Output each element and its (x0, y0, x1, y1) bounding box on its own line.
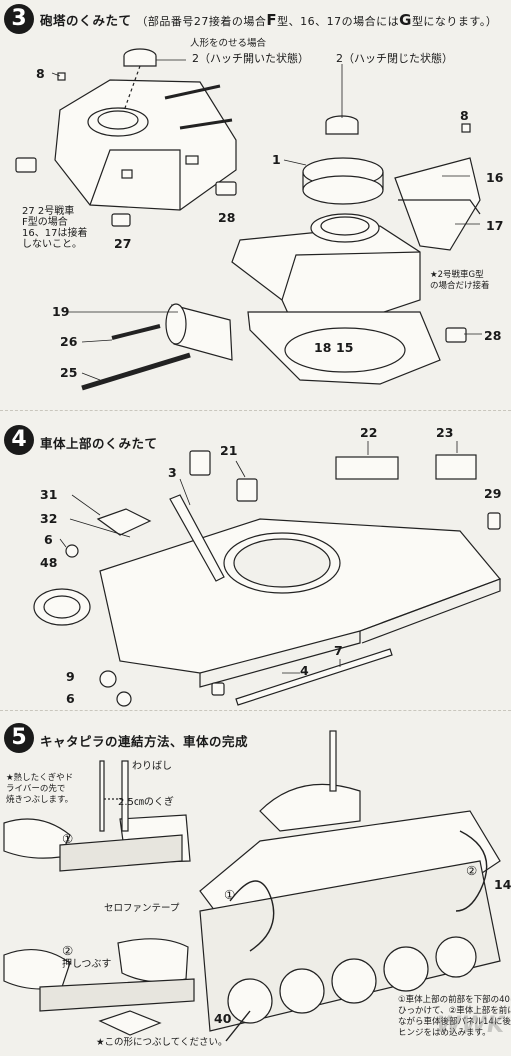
part-label: 1 (272, 152, 281, 167)
part-label: 8 (460, 108, 469, 123)
part-label: 40 (214, 1011, 232, 1026)
step-subtitle-suffix: 型になります。） (411, 15, 498, 28)
part-label: 3 (168, 465, 177, 480)
waribashi-label: わりばし (132, 761, 172, 772)
g-type-note: ★2号戦車G型 の場合だけ接着 (430, 270, 490, 291)
shape-note: ★この形につぶしてください。 (96, 1037, 228, 1048)
part-label: 9 (66, 669, 75, 684)
part-label: 6 (44, 532, 53, 547)
final-assembly-note: ①車体上部の前部を下部の40に ひっかけて、②車体上部を前に押し ながら車体後部… (398, 995, 511, 1038)
step-title: キャタピラの連結方法、車体の完成 (40, 734, 249, 749)
step-marker: ① (62, 831, 74, 846)
part-label: 19 (52, 304, 70, 319)
turret-exploded-drawing (15, 48, 482, 391)
step-marker: ② (466, 863, 478, 878)
part-label: 27 (114, 236, 132, 251)
track-and-hull-drawing (3, 730, 501, 1042)
figure-note: 人形をのせる場合 (190, 38, 267, 49)
nail-label: 2.5㎝のくぎ (118, 797, 174, 808)
part-label: 28 (218, 210, 236, 225)
watermark: WWK (436, 1013, 505, 1038)
part-label: 21 (220, 443, 238, 458)
part-label: 25 (60, 365, 78, 380)
part-label: 17 (486, 218, 504, 233)
part-label: 6 (66, 691, 75, 706)
step-title-main: 砲塔のくみたて (40, 13, 132, 28)
f-type-note: 27 2号戦車 F型の場合 16、17は接着 しないこと。 (22, 206, 88, 250)
part-label: 23 (436, 425, 454, 440)
part-label: 14 (494, 877, 511, 892)
part-label: 29 (484, 486, 502, 501)
step-5-track-and-hull-completion: 5 キャタピラの連結方法、車体の完成 ★熱したくぎやド ライバーの先で 焼きつぶ… (0, 710, 511, 1056)
step-subtitle-middle: 型、16、17の場合には (277, 15, 400, 28)
step-title: 車体上部のくみたて (40, 436, 158, 451)
step-4-upper-hull-assembly: 4 車体上部のくみたて 22 23 3 21 31 29 32 6 48 4 7… (0, 410, 511, 709)
pin-note: ★熱したくぎやド ライバーの先で 焼きつぶします。 (6, 773, 74, 805)
step-subtitle-prefix: （部品番号27接着の場合 (136, 15, 267, 28)
step-marker: ① (224, 887, 236, 902)
part-label: 7 (334, 643, 343, 658)
part-label: 4 (300, 663, 309, 678)
part-label: 8 (36, 66, 45, 81)
part-label: 22 (360, 425, 378, 440)
step-marker: ② (62, 943, 74, 958)
upper-hull-exploded-drawing (33, 441, 502, 707)
part-label: 28 (484, 328, 502, 343)
type-g-label: G (399, 11, 412, 29)
step-number-badge: 3 (4, 4, 34, 34)
part-label: 48 (40, 555, 58, 570)
part-label: 18 (314, 340, 332, 355)
step-title: 砲塔のくみたて （部品番号27接着の場合F型、16、17の場合にはG型になります… (40, 10, 497, 29)
step-number-badge: 4 (4, 425, 34, 455)
part-label: 16 (486, 170, 504, 185)
step-3-turret-assembly: 3 砲塔のくみたて （部品番号27接着の場合F型、16、17の場合にはG型になり… (0, 0, 511, 408)
type-f-label: F (266, 11, 278, 29)
part-label: 26 (60, 334, 78, 349)
step-number-badge: 5 (4, 723, 34, 753)
part-label: 31 (40, 487, 58, 502)
part-label: 32 (40, 511, 58, 526)
part-label: 15 (336, 340, 354, 355)
hatch-open-label: 2（ハッチ開いた状態） (192, 52, 309, 65)
tape-label: セロファンテープ (104, 903, 180, 914)
hatch-closed-label: 2（ハッチ閉じた状態） (336, 52, 453, 65)
press-label: 押しつぶす (62, 959, 112, 970)
